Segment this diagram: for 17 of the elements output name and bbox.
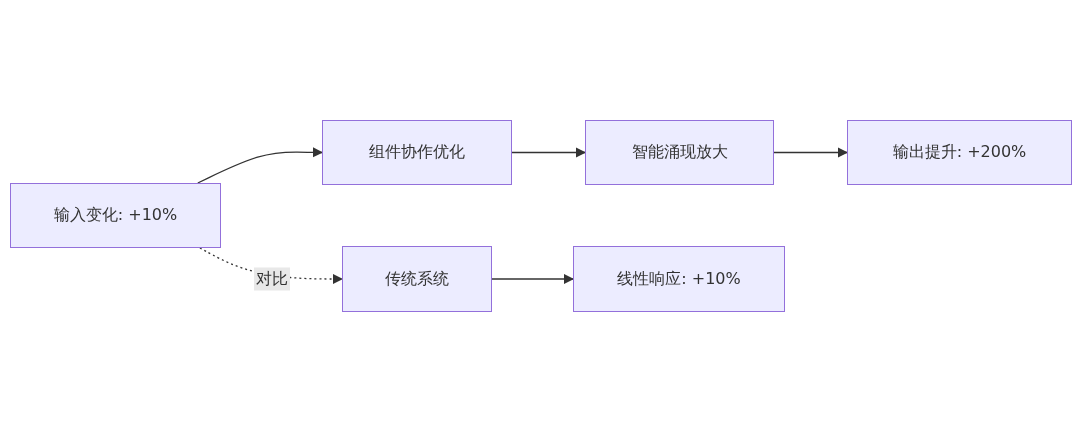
process-box xyxy=(10,183,221,248)
process-box xyxy=(847,120,1072,185)
node-label: 传统系统 xyxy=(385,268,449,290)
edge-label: 对比 xyxy=(254,267,290,291)
process-box xyxy=(322,120,512,185)
node-label: 组件协作优化 xyxy=(369,142,465,163)
process-box xyxy=(573,246,785,312)
arrow xyxy=(773,147,849,158)
process-box xyxy=(585,120,774,185)
arrow xyxy=(197,147,324,184)
arrow xyxy=(491,273,575,285)
node-label: 线性响应: +10% xyxy=(617,268,741,290)
process-box xyxy=(342,246,492,312)
node-label: 输入变化: +10% xyxy=(53,205,178,226)
arrow xyxy=(511,147,587,158)
node-label: 输出提升: +200% xyxy=(892,142,1027,163)
node-label: 智能涌现放大 xyxy=(631,142,728,163)
